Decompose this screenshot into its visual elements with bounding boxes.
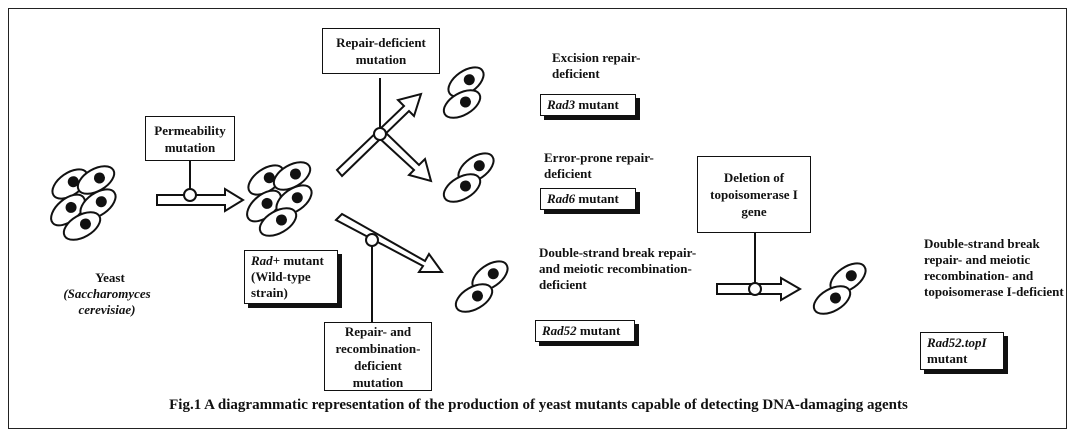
arrow-lower-branch bbox=[334, 212, 444, 322]
yeast-pair-rad52 bbox=[450, 254, 514, 319]
label-excision: Excision repair-deficient bbox=[552, 50, 641, 81]
gene-rad-plus: Rad+ bbox=[251, 253, 281, 268]
box-deletion-topoisomerase: Deletion of topoisomerase I gene bbox=[697, 156, 811, 233]
tag-rad52: Rad52 mutant bbox=[535, 320, 635, 342]
tag-rad-plus: Rad+ mutant (Wild-type strain) bbox=[244, 250, 338, 304]
suffix-rad52-top1: mutant bbox=[927, 351, 968, 366]
gene-rad6: Rad6 bbox=[547, 191, 576, 206]
arrow-upper-branch bbox=[335, 78, 433, 183]
label-yeast: Yeast bbox=[95, 270, 125, 285]
gene-rad3: Rad3 bbox=[547, 97, 576, 112]
yeast-cluster-rad-plus bbox=[240, 155, 318, 243]
tag-rad52-top1: Rad52.topI mutant bbox=[920, 332, 1004, 370]
label-double-strand-topo: Double-strand break repair- and meiotic … bbox=[924, 236, 1064, 299]
figure-frame bbox=[8, 8, 1067, 429]
gene-rad52-top1: Rad52.topI bbox=[927, 335, 987, 350]
yeast-cluster-wild bbox=[44, 159, 122, 247]
yeast-pair-rad3 bbox=[438, 60, 490, 125]
figure-caption: Fig.1 A diagrammatic representation of t… bbox=[169, 397, 908, 413]
box-repair-deficient-mutation: Repair-deficient mutation bbox=[322, 28, 440, 74]
label-double-strand: Double-strand break repair- and meiotic … bbox=[539, 245, 697, 292]
gene-rad52: Rad52 bbox=[542, 323, 577, 338]
suffix-rad52: mutant bbox=[576, 323, 621, 338]
label-error-prone: Error-prone repair-deficient bbox=[544, 150, 654, 181]
arrow-deletion bbox=[716, 233, 802, 302]
tag-rad3: Rad3 mutant bbox=[540, 94, 636, 116]
suffix-rad6: mutant bbox=[575, 191, 619, 206]
yeast-pair-rad52-top1 bbox=[808, 256, 872, 321]
yeast-pair-rad6 bbox=[438, 146, 500, 209]
arrow-permeability bbox=[156, 160, 245, 213]
suffix-rad3: mutant bbox=[575, 97, 619, 112]
suffix-rad-plus: mutant bbox=[280, 253, 324, 268]
box-permeability-mutation: Permeability mutation bbox=[145, 116, 235, 161]
note-rad-plus: (Wild-type strain) bbox=[251, 269, 311, 300]
tag-rad6: Rad6 mutant bbox=[540, 188, 636, 210]
label-yeast-species: (Saccharomyces cerevisiae) bbox=[63, 286, 151, 317]
box-repair-recombination-mutation: Repair- and recombination-deficient muta… bbox=[324, 322, 432, 391]
